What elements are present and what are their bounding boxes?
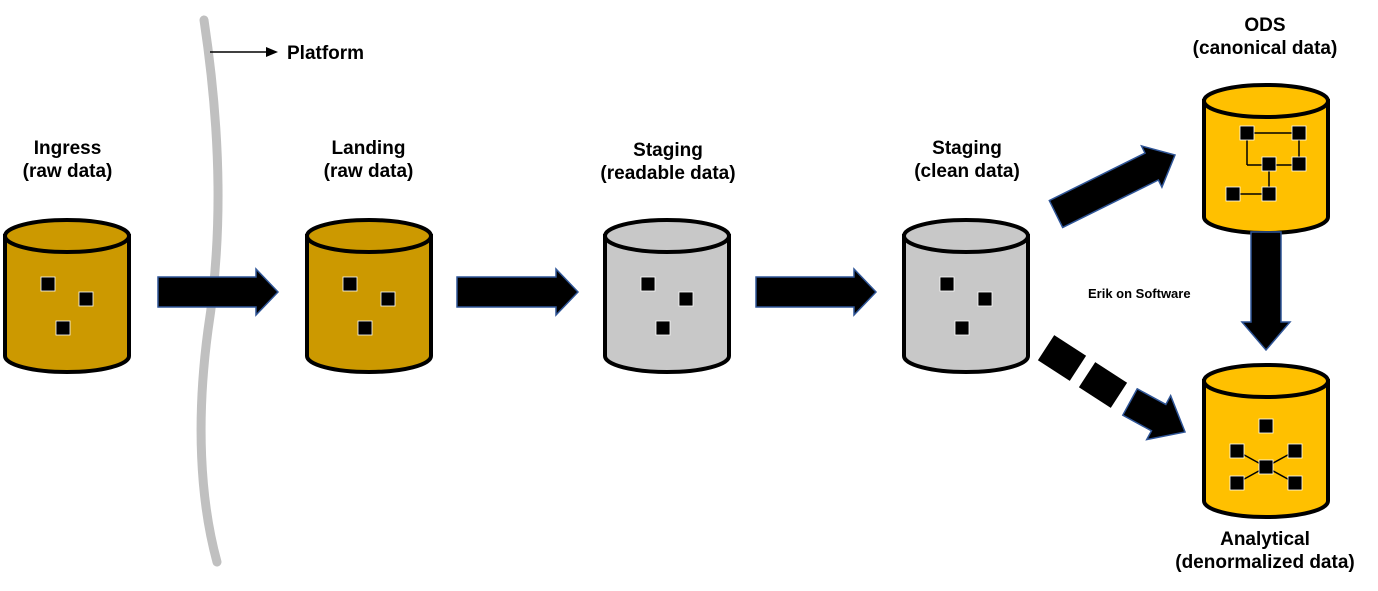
store-name: Staging [932, 138, 1002, 159]
data-record-icon [380, 291, 396, 307]
store-label-analytical: Analytical (denormalized data) [1155, 528, 1375, 574]
cylinder-staging-clean [902, 218, 1030, 374]
cylinder-top [305, 218, 433, 254]
data-record-icon [954, 320, 970, 336]
store-subtitle: (readable data) [600, 163, 736, 184]
dashed-flow-segment [1037, 335, 1087, 381]
data-record-icon [1229, 443, 1245, 459]
dashed-flow-segment [1078, 362, 1128, 408]
cylinder-top [1202, 363, 1330, 399]
data-record-icon [1239, 125, 1255, 141]
cylinder-body [305, 234, 433, 374]
data-record-icon [640, 276, 656, 292]
store-label-staging-clean: Staging (clean data) [887, 137, 1047, 183]
cylinder-top [902, 218, 1030, 254]
flow-arrow-ods-analytical [1240, 231, 1292, 352]
cylinder-landing [305, 218, 433, 374]
cylinder-body [603, 234, 731, 374]
cylinder-top [603, 218, 731, 254]
store-label-ods: ODS (canonical data) [1175, 14, 1355, 60]
store-name: ODS [1244, 15, 1286, 36]
store-label-staging-readable: Staging (readable data) [568, 139, 768, 185]
cylinder-top [1202, 83, 1330, 119]
data-record-icon [1225, 186, 1241, 202]
store-label-landing: Landing (raw data) [301, 137, 436, 183]
flow-arrow-clean-analytical-dashed [1121, 387, 1187, 441]
data-record-icon [1258, 418, 1274, 434]
store-subtitle: (denormalized data) [1175, 552, 1355, 573]
cylinder-top [3, 218, 131, 254]
store-name: Landing [331, 138, 406, 159]
store-subtitle: (clean data) [914, 161, 1020, 182]
cylinder-ods [1202, 83, 1330, 235]
platform-boundary [196, 15, 223, 567]
cylinder-body [2, 234, 131, 374]
platform-pointer-head [266, 47, 278, 57]
store-name: Ingress [33, 138, 102, 159]
data-record-icon [1261, 186, 1277, 202]
data-record-icon [1291, 156, 1307, 172]
data-record-icon [1291, 125, 1307, 141]
flow-arrow-ingress-landing [157, 267, 280, 317]
platform-label: Platform [287, 43, 365, 64]
data-record-icon [1261, 156, 1277, 172]
store-subtitle: (raw data) [323, 161, 414, 182]
data-record-icon [678, 291, 694, 307]
flow-arrow-landing-staging-readable [456, 267, 580, 317]
cylinder-body [902, 234, 1030, 374]
cylinder-ingress [2, 218, 131, 374]
store-label-ingress: Ingress (raw data) [0, 137, 135, 183]
data-record-icon [78, 291, 94, 307]
cylinder-staging-readable [603, 218, 731, 374]
data-record-icon [655, 320, 671, 336]
data-record-icon [342, 276, 358, 292]
store-name: Staging [633, 140, 703, 161]
data-record-icon [1287, 475, 1303, 491]
data-record-icon [939, 276, 955, 292]
data-record-icon [357, 320, 373, 336]
data-record-icon [977, 291, 993, 307]
flow-arrow-clean-ods [1048, 144, 1177, 229]
cylinder-body [1202, 379, 1330, 519]
data-record-icon [1229, 475, 1245, 491]
store-name: Analytical [1220, 529, 1310, 550]
data-record-icon [40, 276, 56, 292]
store-subtitle: (raw data) [22, 161, 113, 182]
data-record-icon [1258, 459, 1274, 475]
cylinder-analytical [1202, 363, 1330, 519]
store-subtitle: (canonical data) [1192, 38, 1338, 59]
watermark: Erik on Software [1088, 286, 1191, 301]
data-record-icon [1287, 443, 1303, 459]
flow-arrow-readable-clean [755, 267, 878, 317]
data-record-icon [55, 320, 71, 336]
